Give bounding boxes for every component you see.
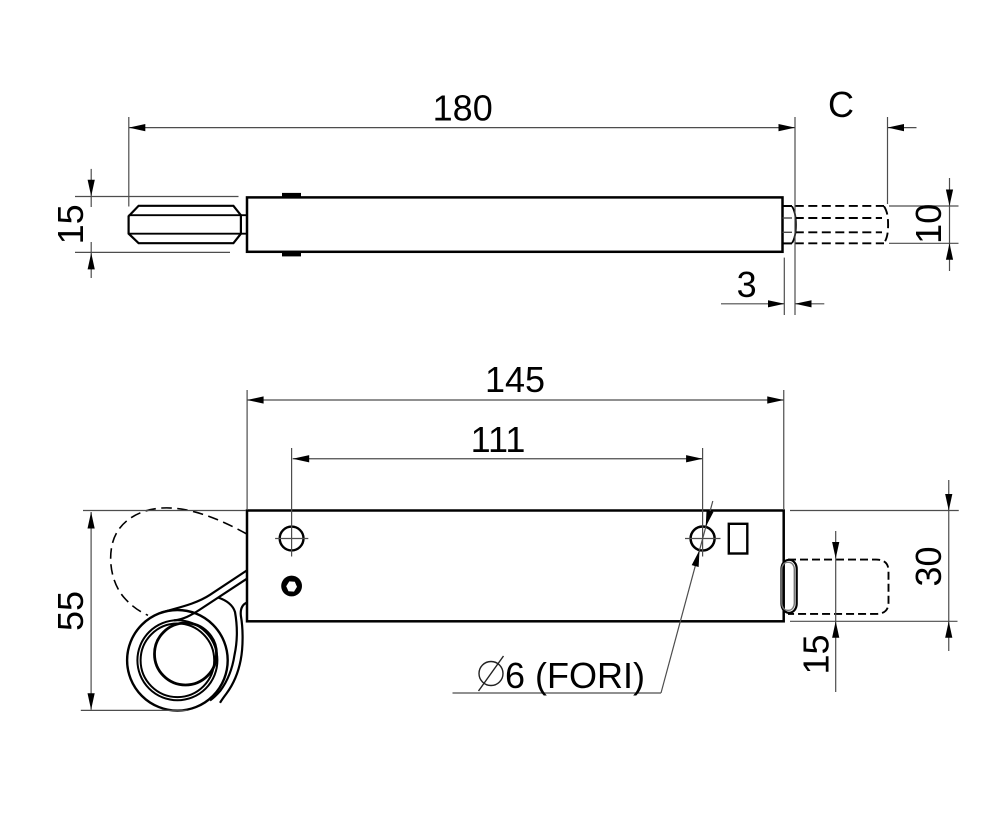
svg-text:30: 30 — [908, 546, 949, 586]
svg-text:180: 180 — [433, 88, 493, 129]
svg-text:15: 15 — [50, 204, 91, 244]
svg-text:6 (FORI): 6 (FORI) — [505, 655, 645, 696]
svg-text:10: 10 — [908, 204, 949, 244]
svg-text:55: 55 — [50, 591, 91, 631]
svg-text:15: 15 — [796, 634, 837, 674]
svg-text:111: 111 — [471, 419, 526, 460]
svg-text:145: 145 — [485, 359, 545, 400]
svg-text:3: 3 — [737, 264, 757, 305]
svg-text:C: C — [828, 84, 854, 125]
